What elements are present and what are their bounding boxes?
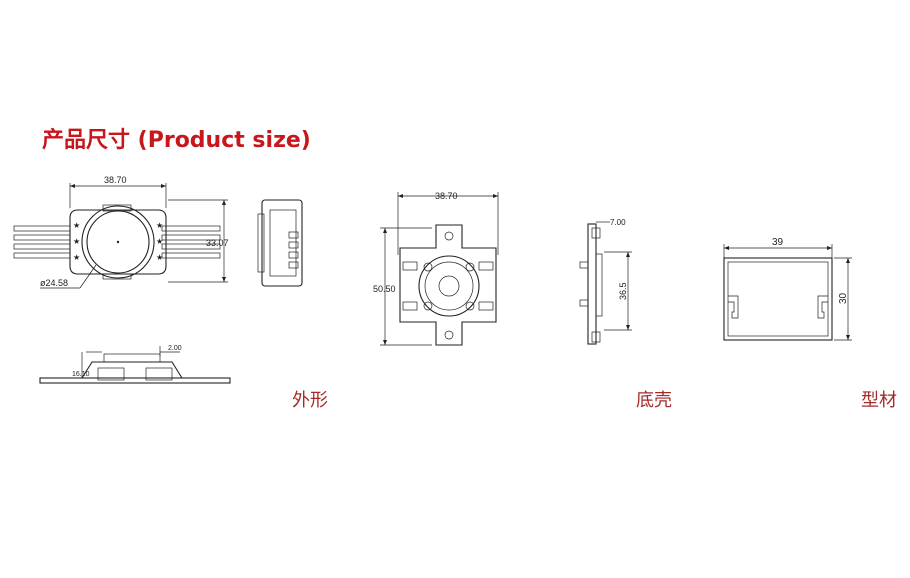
svg-text:★: ★ <box>156 253 163 262</box>
svg-text:★: ★ <box>73 221 80 230</box>
outline-end-view <box>257 199 303 287</box>
dim-lens-diameter: ø24.58 <box>40 278 68 288</box>
dim-profile-width: 39 <box>772 237 784 248</box>
dim-profile-height: 30 <box>838 292 849 304</box>
dim-base-side-height: 36.5 <box>618 282 628 300</box>
caption-base: 底壳 <box>636 390 672 411</box>
caption-profile: 型材 <box>861 390 897 411</box>
lens <box>86 210 150 274</box>
profile-section: 39 30 <box>723 237 852 341</box>
svg-text:★: ★ <box>73 253 80 262</box>
module-body <box>69 209 167 275</box>
dim-outline-width: 38.70 <box>104 175 127 185</box>
lens-ring <box>81 205 155 279</box>
dim-side-height: 16.10 <box>72 371 90 378</box>
right-wires <box>161 225 221 259</box>
caption-outline: 外形 <box>292 390 328 411</box>
dim-base-height: 50.50 <box>373 284 396 294</box>
base-front-view: 38.70 50.50 <box>373 191 499 346</box>
svg-text:★: ★ <box>156 237 163 246</box>
page-title: 产品尺寸 (Product size) <box>42 128 311 153</box>
dim-base-width: 38.70 <box>435 191 458 201</box>
outline-top-view: ★ ★ ★ ★ ★ ★ 38.70 33.07 ø24.58 <box>13 175 229 289</box>
base-side-view: 7.00 36.5 <box>579 218 632 345</box>
left-wires <box>13 225 71 259</box>
dim-outline-height: 33.07 <box>206 238 229 248</box>
svg-text:★: ★ <box>73 237 80 246</box>
outline-side-view: 16.10 2.00 <box>39 345 231 384</box>
dim-side-lens: 2.00 <box>168 345 182 352</box>
dim-base-side-top: 7.00 <box>610 218 626 227</box>
svg-text:★: ★ <box>156 221 163 230</box>
